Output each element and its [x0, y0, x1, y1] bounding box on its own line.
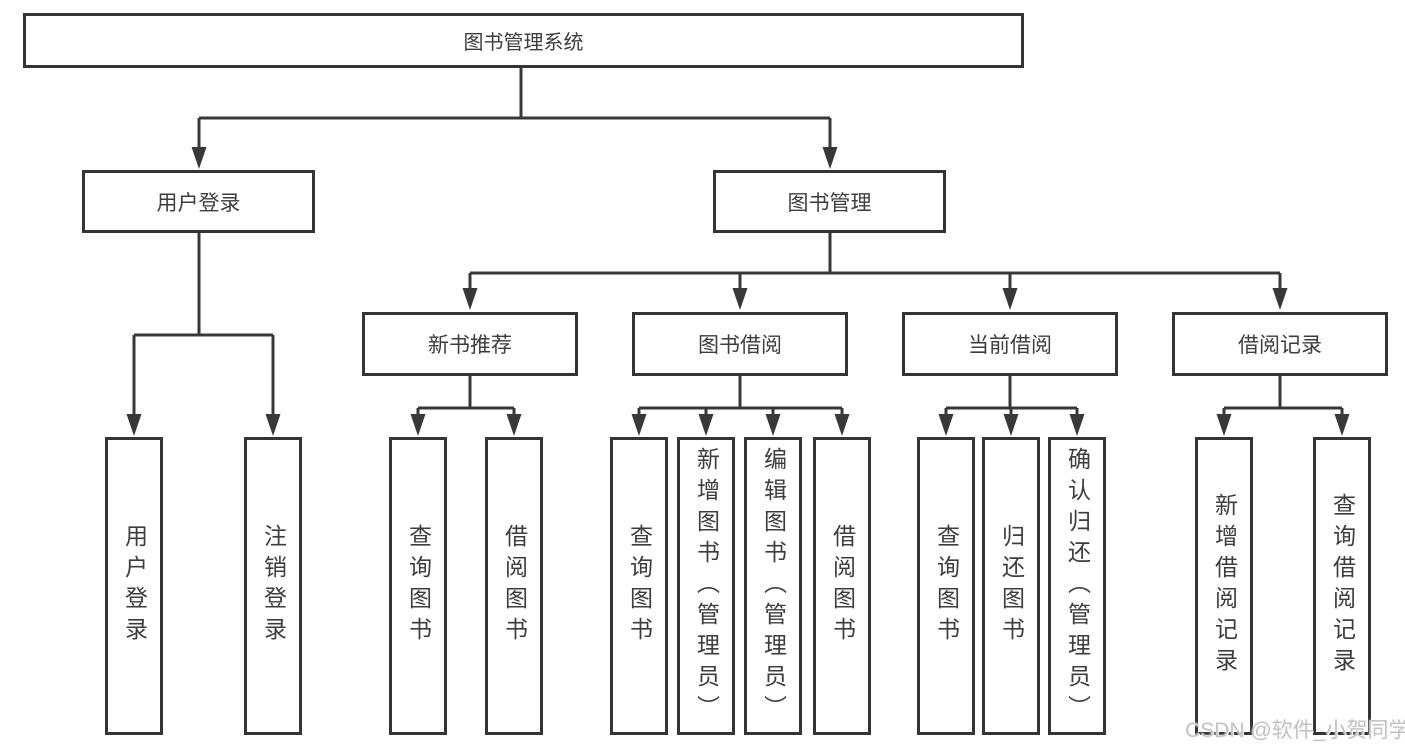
node-root-book-management-system: 图书管理系统 — [23, 13, 1024, 68]
arrowhead — [631, 414, 647, 436]
leaf-add-borrow-record: 新增借阅记录 — [1195, 437, 1253, 735]
node-new-book-recommend: 新书推荐 — [362, 312, 578, 376]
arrowhead — [410, 414, 426, 436]
arrowheads — [126, 147, 1350, 436]
arrowhead — [506, 414, 522, 436]
node-user-login: 用户登录 — [82, 170, 315, 233]
arrowhead — [698, 414, 714, 436]
connector-current-borrow — [944, 376, 1079, 418]
leaf-confirm-return-admin: 确认归还（管理员） — [1048, 437, 1106, 735]
leaf-query-borrow-record: 查询借阅记录 — [1313, 437, 1371, 735]
node-current-borrowing: 当前借阅 — [902, 312, 1118, 376]
leaf-query-books-borrowing: 查询图书 — [610, 437, 668, 735]
arrowhead — [1003, 414, 1019, 436]
arrowhead — [1334, 414, 1350, 436]
connector-user-login — [132, 233, 275, 418]
leaf-borrow-books-borrowing: 借阅图书 — [813, 437, 871, 735]
leaf-logout: 注销登录 — [244, 437, 302, 735]
arrowhead — [1002, 288, 1018, 310]
arrowhead — [1216, 414, 1232, 436]
arrowhead — [822, 147, 838, 169]
arrowhead — [732, 288, 748, 310]
arrowhead — [462, 288, 478, 310]
arrowhead — [265, 414, 281, 436]
csdn-watermark: CSDN @软件_小贺同学 — [1185, 719, 1405, 742]
arrowhead — [938, 414, 954, 436]
leaf-edit-books-admin: 编辑图书（管理员） — [744, 437, 802, 735]
node-borrow-records: 借阅记录 — [1172, 312, 1388, 376]
leaf-user-login: 用户登录 — [105, 437, 163, 735]
arrowhead — [191, 147, 207, 169]
arrowhead — [1069, 414, 1085, 436]
leaf-query-books-recommend: 查询图书 — [389, 437, 447, 735]
leaf-borrow-books-recommend: 借阅图书 — [485, 437, 543, 735]
arrowhead — [834, 414, 850, 436]
node-book-management: 图书管理 — [713, 170, 946, 233]
connector-book-mgmt — [468, 233, 1282, 291]
node-book-borrowing: 图书借阅 — [632, 312, 848, 376]
arrowhead — [765, 414, 781, 436]
connector-borrow-records — [1222, 376, 1344, 418]
leaf-return-books: 归还图书 — [982, 437, 1040, 735]
arrowhead — [1272, 288, 1288, 310]
connector-book-borrow — [637, 376, 844, 418]
connector-new-books — [416, 376, 516, 418]
arrowhead — [126, 414, 142, 436]
connector-root — [197, 68, 832, 150]
leaf-query-books-current: 查询图书 — [917, 437, 975, 735]
leaf-add-books-admin: 新增图书（管理员） — [677, 437, 735, 735]
